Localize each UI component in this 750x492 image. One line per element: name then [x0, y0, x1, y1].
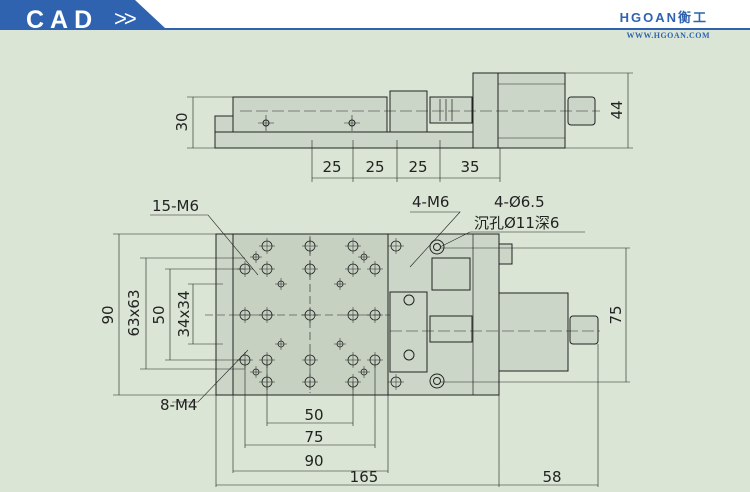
dim-length-165: 165: [350, 468, 379, 486]
hole-crosshair: [275, 278, 287, 290]
dim-pitch-50: 50: [150, 305, 168, 324]
dim-side-height-44: 44: [608, 100, 626, 119]
hole-crosshair: [334, 338, 346, 350]
label-4-m6: 4-M6: [412, 193, 449, 211]
dim-spacing-3: 25: [408, 158, 427, 176]
header-title: CAD: [26, 6, 99, 34]
hole-crosshair: [367, 261, 383, 277]
hole-crosshair: [259, 238, 275, 254]
side-view: 30 44 25 25 25 35: [173, 72, 633, 182]
hole-crosshair: [259, 261, 275, 277]
top-view: 15-M6 8-M4 4-M6 4-Ø6.5 沉孔Ø11深6 90 63x63 …: [99, 193, 630, 487]
hole-crosshair: [275, 338, 287, 350]
hole-crosshair: [250, 366, 262, 378]
label-15-m6: 15-M6: [152, 197, 199, 215]
dim-right-75: 75: [607, 305, 625, 324]
dim-bottom-50: 50: [304, 406, 323, 424]
hole-crosshair: [388, 374, 404, 390]
brand-url: WWW.HGOAN.COM: [626, 31, 710, 40]
label-hole-diameter: 4-Ø6.5: [494, 193, 545, 211]
hole-crosshair: [345, 238, 361, 254]
dim-pattern-63: 63x63: [125, 289, 143, 336]
dim-bottom-75: 75: [304, 428, 323, 446]
hole-crosshair: [358, 366, 370, 378]
dim-motor-58: 58: [542, 468, 561, 486]
dim-pattern-34: 34x34: [175, 290, 193, 337]
dim-width-90: 90: [99, 305, 117, 324]
dim-spacing-2: 25: [365, 158, 384, 176]
hole-crosshair: [250, 251, 262, 263]
hole-crosshair: [358, 251, 370, 263]
header-bar: CAD >> HGOAN衡工 WWW.HGOAN.COM: [0, 0, 750, 40]
hole-crosshair: [388, 238, 404, 254]
dim-bottom-90: 90: [304, 452, 323, 470]
dim-spacing-1: 25: [322, 158, 341, 176]
dim-side-height-30: 30: [173, 112, 191, 131]
header-banner: [0, 0, 750, 40]
brand-logo: HGOAN衡工: [619, 10, 708, 25]
dim-spacing-4: 35: [460, 158, 479, 176]
hole-crosshair: [334, 278, 346, 290]
label-counterbore: 沉孔Ø11深6: [474, 214, 559, 232]
label-8-m4: 8-M4: [160, 396, 197, 414]
hole-crosshair: [345, 352, 361, 368]
double-chevron-icon: >>: [114, 6, 137, 31]
hole-crosshair: [345, 261, 361, 277]
